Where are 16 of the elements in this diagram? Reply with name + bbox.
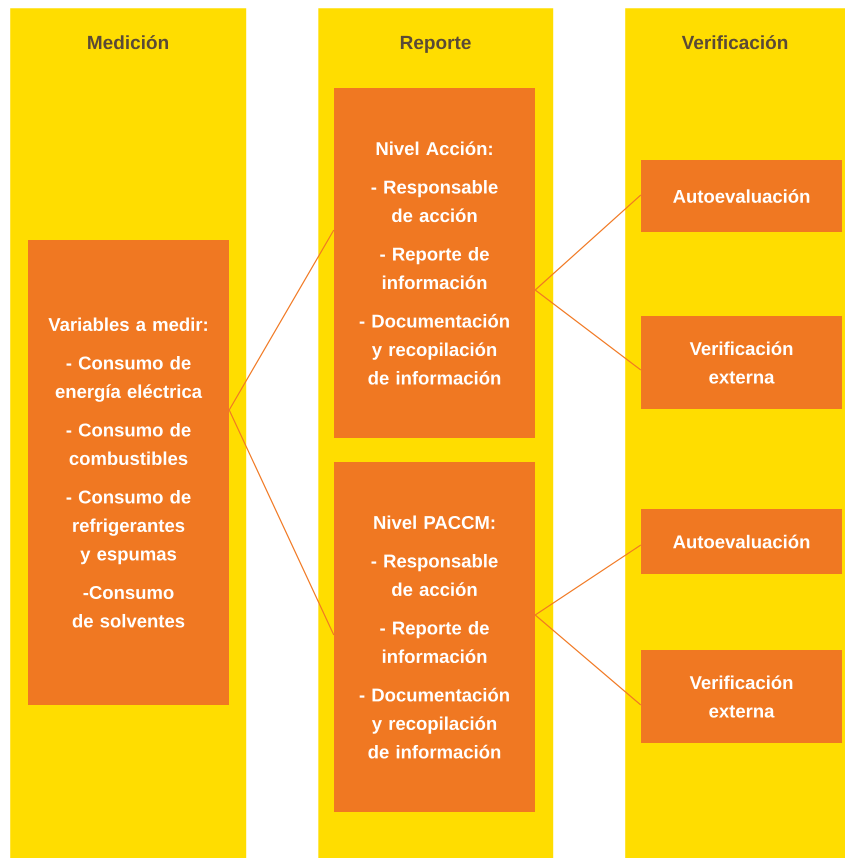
process-box: Nivel Acción: - Responsable de acción - Reporte de información - Documentación y recopilación de información: [334, 88, 535, 438]
column-heading: Verificación: [682, 35, 788, 50]
process-box: Verificación externa: [641, 650, 842, 743]
column-heading: Reporte: [400, 36, 471, 53]
column-heading: Medición: [88, 35, 168, 50]
connector-line: [534, 544, 642, 616]
connector-line: [228, 230, 334, 410]
connector-line: [228, 410, 334, 636]
process-box: Nivel PACCM: - Responsable de acción - Reporte de información - Documentación y recopilación de información: [334, 462, 535, 812]
connector-line: [534, 194, 642, 290]
connector-line: [534, 290, 642, 370]
process-box: Autoevaluación: [641, 509, 842, 574]
connector-line: [534, 614, 642, 706]
process-box: Variables a medir: - Consumo de energía eléctrica - Consumo de combustibles - Consumo de refrigerantes y espumas -Consumo de solventes: [28, 240, 229, 705]
process-box: Verificación externa: [641, 316, 842, 409]
process-box: Autoevaluación: [641, 160, 842, 232]
